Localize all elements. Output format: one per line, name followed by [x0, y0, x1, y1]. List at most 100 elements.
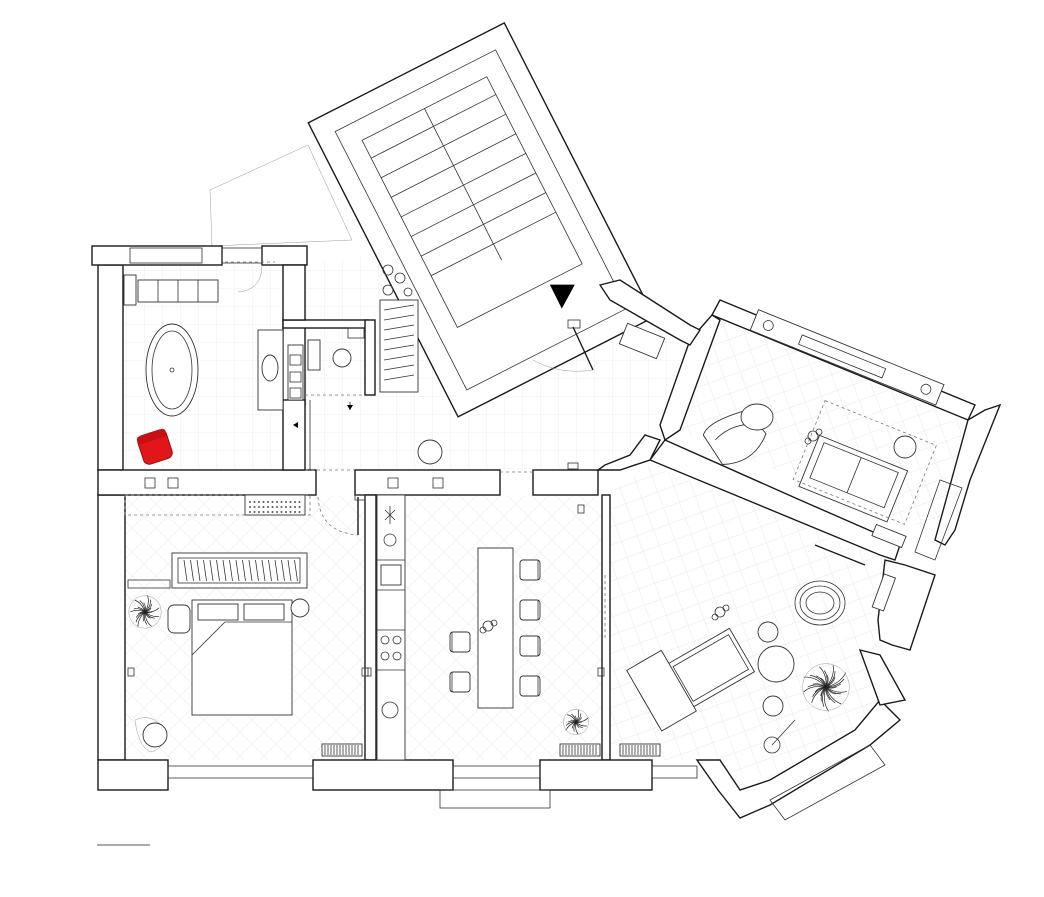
shoe-dot — [249, 506, 251, 508]
entrance-hall — [417, 319, 666, 465]
shoe-dot — [271, 506, 274, 508]
shoe-dot — [253, 501, 256, 503]
hanger — [229, 559, 233, 582]
side-table-study — [893, 435, 917, 459]
window-study-east — [914, 479, 963, 561]
wall-study-east — [934, 403, 1002, 546]
shoe-dot — [285, 506, 287, 508]
sink-icon-kitchen — [380, 564, 402, 586]
stair-tread — [420, 192, 547, 257]
shoe-dot — [262, 501, 265, 503]
leaf — [825, 671, 836, 688]
heater-living — [871, 573, 897, 612]
wc-cabinet — [287, 344, 304, 401]
side-table-icon — [757, 621, 779, 643]
wall-kitchen-living — [601, 494, 611, 761]
dining-chair — [519, 599, 541, 621]
hanger-line — [383, 354, 415, 361]
leaf — [144, 607, 160, 613]
hanger-line — [383, 334, 415, 341]
hall-bench — [618, 322, 666, 360]
shoe-dot — [249, 501, 251, 503]
wc — [287, 327, 365, 428]
leaf — [144, 595, 149, 613]
leaf — [825, 686, 836, 704]
wall-study-west — [659, 314, 721, 442]
wall-hall-ne — [598, 279, 702, 346]
sink-icon — [332, 348, 352, 368]
balcony-west-floor — [209, 144, 353, 247]
plant-icon-kitchen — [563, 709, 589, 735]
hanger-line — [383, 344, 415, 351]
dining-chair — [449, 631, 471, 653]
shoe-dot — [276, 506, 278, 508]
shoe-dot — [294, 501, 296, 503]
pot — [802, 663, 850, 711]
shoe-dot — [276, 511, 278, 513]
pot — [563, 709, 589, 735]
coffee-table-icon — [757, 645, 795, 683]
shoe-dot — [289, 506, 292, 508]
leaf — [575, 721, 579, 735]
toilet-icon — [307, 339, 321, 371]
flower-vase-study — [804, 428, 823, 445]
leaf — [824, 670, 828, 688]
wall-south-b — [312, 759, 454, 791]
shoe-dot — [285, 501, 287, 503]
heater-study — [871, 523, 907, 549]
hanger — [287, 559, 292, 582]
shoe-dot — [298, 511, 301, 513]
rug-round — [794, 580, 846, 626]
hanger — [196, 559, 201, 582]
flower-vase-living — [711, 604, 730, 621]
leaf — [135, 611, 146, 623]
leaf — [825, 686, 842, 705]
bedroom — [124, 494, 363, 757]
leaf — [575, 717, 589, 723]
dining-chair — [519, 559, 541, 581]
sofa — [626, 627, 756, 732]
pillow — [197, 603, 239, 621]
bathtub — [145, 323, 199, 417]
hanger-line — [383, 314, 415, 321]
balcony-east — [769, 744, 886, 821]
armchair-bedroom — [167, 604, 191, 634]
shoe-dot — [258, 511, 260, 513]
shoe-dot — [262, 511, 265, 513]
leaf — [567, 714, 577, 723]
window-south-a — [167, 765, 314, 779]
leaf — [575, 709, 580, 723]
bathroom — [123, 261, 284, 465]
stair-tread — [380, 113, 507, 179]
wall-bed-kitchen — [364, 494, 377, 761]
leaf — [824, 686, 829, 712]
shoe-dot — [267, 506, 269, 508]
radiator-icon — [123, 274, 137, 306]
floor-lamp-icon — [762, 695, 784, 717]
shoe-dot — [280, 511, 283, 513]
leaf — [130, 609, 146, 613]
wall-se — [695, 698, 902, 819]
hanger — [248, 559, 253, 582]
stair-tread — [400, 153, 527, 218]
wall-wc-east — [364, 319, 376, 396]
shoe-dot — [289, 501, 292, 503]
wall-south-c — [539, 759, 653, 791]
staircase — [361, 76, 583, 328]
shoe-dot — [285, 511, 287, 513]
hanger — [274, 559, 279, 582]
shoe-dot — [294, 511, 296, 513]
stool-icon — [417, 439, 443, 465]
rug — [792, 400, 937, 525]
wall-bath-bed — [97, 469, 317, 496]
hanger — [183, 559, 188, 582]
leaf — [803, 676, 827, 688]
shoe-dot — [258, 501, 260, 503]
dining-chair — [519, 635, 541, 657]
wall-hall-south-b — [532, 469, 599, 496]
stair-tread — [430, 211, 556, 277]
hanger-line — [383, 374, 415, 381]
stair-tread — [410, 172, 537, 237]
stair-tread — [370, 94, 497, 159]
plant-icon — [128, 595, 162, 629]
